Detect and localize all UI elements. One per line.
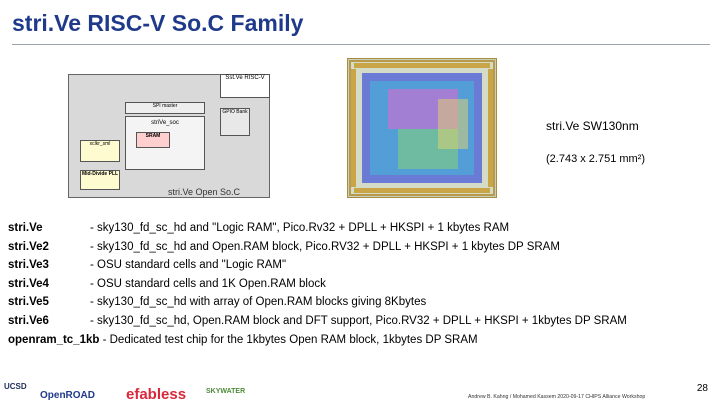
chip-name-label: stri.Ve SW130nm [546, 119, 639, 133]
title-divider [12, 44, 710, 45]
list-item: stri.Ve3 - OSU standard cells and "Logic… [8, 259, 708, 278]
efabless-logo: efabless [126, 386, 187, 403]
item-desc: - OSU standard cells and "Logic RAM" [90, 259, 287, 272]
item-name: stri.Ve4 [8, 277, 49, 290]
item-name: openram_tc_1kb [8, 333, 100, 346]
item-name: stri.Ve6 [8, 314, 49, 327]
item-desc: - sky130_fd_sc_hd, Open.RAM block and DF… [90, 314, 627, 327]
pll-block: Mid-Divide PLL [80, 170, 120, 190]
slide-title: stri.Ve RISC-V So.C Family [12, 10, 304, 36]
skywater-logo: SKYWATER [206, 388, 246, 395]
item-name: stri.Ve2 [8, 240, 49, 253]
item-name: stri.Ve [8, 222, 43, 234]
soc-family-list: stri.Ve - sky130_fd_sc_hd and "Logic RAM… [8, 222, 708, 352]
top-block: Sst.Ve RISC-V [220, 74, 270, 98]
list-item: stri.Ve5 - sky130_fd_sc_hd with array of… [8, 296, 708, 315]
item-desc: - OSU standard cells and 1K Open.RAM blo… [90, 277, 326, 290]
chip-layout-image [347, 58, 497, 198]
clk-block: xclkr_sml [80, 140, 120, 162]
diagram-caption: stri.Ve Open So.C [168, 187, 241, 197]
list-item: stri.Ve2 - sky130_fd_sc_hd and Open.RAM … [8, 241, 708, 260]
page-number: 28 [696, 383, 708, 394]
list-item: stri.Ve4 - OSU standard cells and 1K Ope… [8, 278, 708, 297]
item-desc: - sky130_fd_sc_hd and "Logic RAM", Pico.… [90, 222, 510, 234]
ucsd-logo: UCSD [4, 382, 27, 391]
chip-dimensions-label: (2.743 x 2.751 mm²) [546, 153, 646, 165]
list-item: stri.Ve6 - sky130_fd_sc_hd, Open.RAM blo… [8, 315, 708, 334]
footer-credit: Andrew B. Kahng / Mohamed Kassem 2020-09… [468, 394, 646, 400]
item-desc: - sky130_fd_sc_hd with array of Open.RAM… [90, 296, 427, 309]
gpio-block: GPIO Bank [220, 108, 250, 136]
item-desc: - Dedicated test chip for the 1kbytes Op… [99, 333, 478, 346]
openroad-logo: OpenROAD [40, 390, 95, 401]
spi-block: SPI master [125, 102, 205, 114]
core-block-label: striVe_soc [151, 120, 179, 126]
footer: UCSD OpenROAD efabless SKYWATER [0, 376, 720, 405]
item-name: stri.Ve5 [8, 296, 49, 309]
sram-block: SRAM [136, 132, 170, 148]
list-item: stri.Ve - sky130_fd_sc_hd and "Logic RAM… [8, 222, 708, 241]
soc-block-diagram: Sst.Ve RISC-V SPI master striVe_soc SRAM… [40, 60, 280, 200]
item-name: stri.Ve3 [8, 259, 49, 272]
list-item: openram_tc_1kb - Dedicated test chip for… [8, 334, 708, 353]
item-desc: - sky130_fd_sc_hd and Open.RAM block, Pi… [90, 240, 560, 253]
